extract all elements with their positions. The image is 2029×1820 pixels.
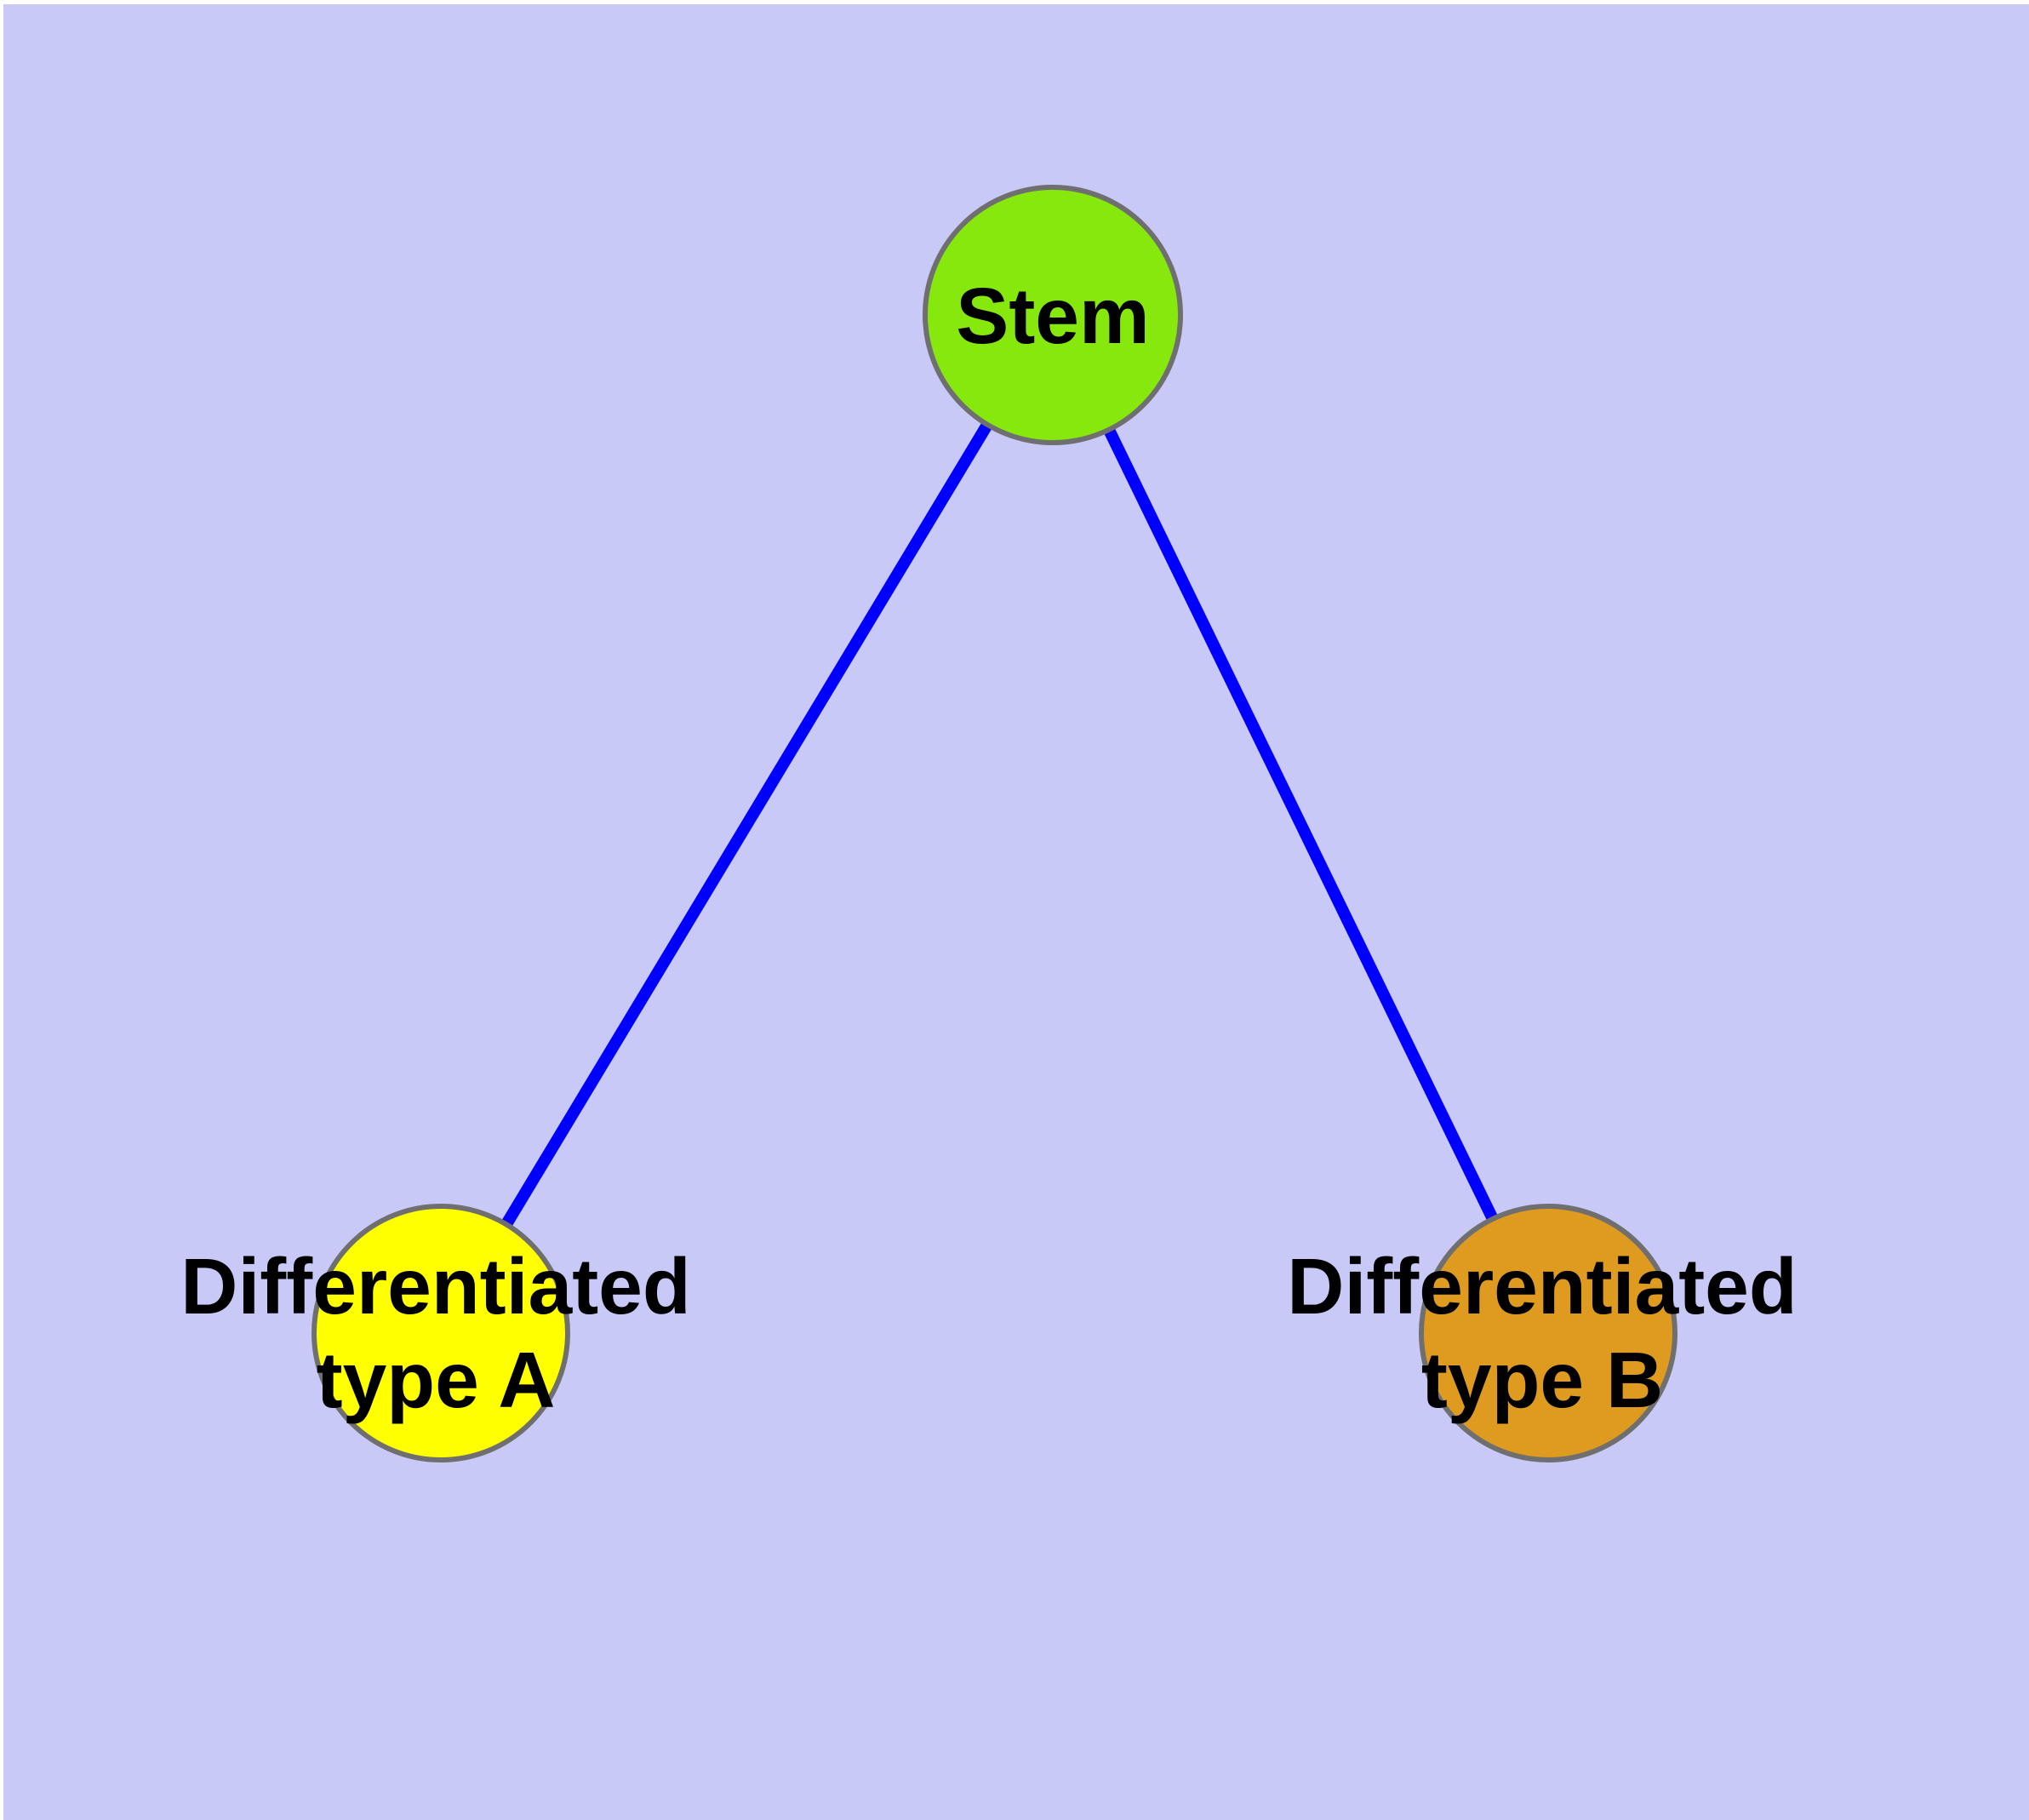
type-a-label-line2: type A <box>316 1336 556 1424</box>
node-differentiated-type-b-circle <box>1419 1204 1677 1462</box>
edge-stem-to-type-a <box>501 421 992 1228</box>
node-differentiated-type-a-label: Differentiated type A <box>180 1239 690 1427</box>
node-stem-circle <box>923 185 1183 445</box>
node-stem-label-text: Stem <box>956 272 1150 360</box>
type-a-label-line1: Differentiated <box>180 1242 691 1331</box>
node-stem-label: Stem <box>956 269 1149 363</box>
type-b-label-line2: type B <box>1420 1336 1664 1424</box>
edge-stem-to-type-b <box>1103 426 1499 1222</box>
node-differentiated-type-b-label: Differentiated type B <box>1287 1239 1797 1427</box>
node-differentiated-type-a-circle <box>311 1204 570 1462</box>
type-b-label-line1: Differentiated <box>1287 1242 1798 1331</box>
